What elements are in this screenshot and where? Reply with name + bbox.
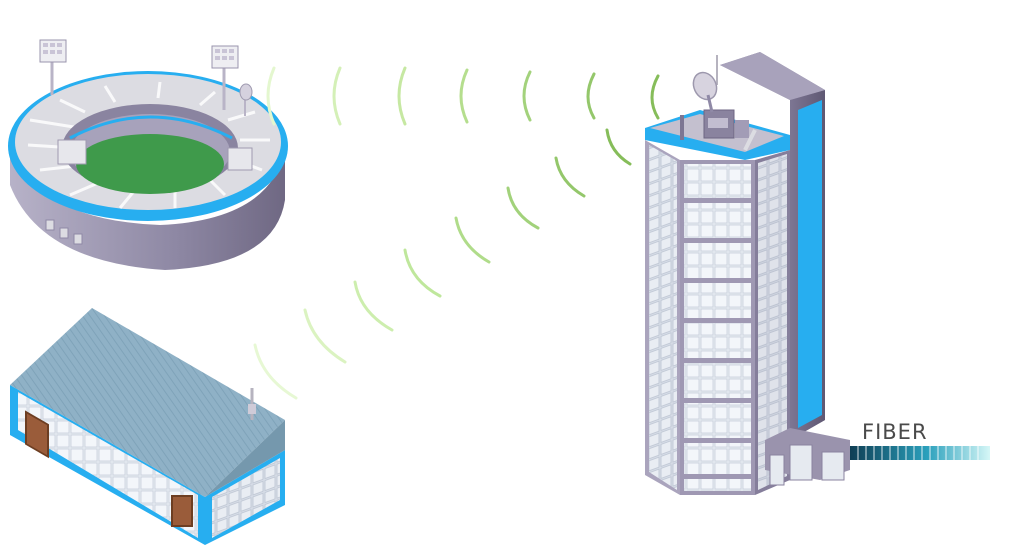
satellite-dish-icon [239, 83, 253, 116]
fiber-connection [850, 446, 990, 460]
warehouse-icon [10, 308, 285, 545]
antenna-icon [248, 388, 256, 420]
signal-waves-upper [266, 66, 660, 126]
signal-waves-lower [253, 128, 632, 400]
office-tower-icon [645, 52, 850, 495]
stadium-icon [8, 71, 288, 270]
fiber-label: FIBER [862, 420, 928, 444]
satellite-dish-icon [692, 71, 718, 113]
floodlight-icon [39, 39, 239, 110]
